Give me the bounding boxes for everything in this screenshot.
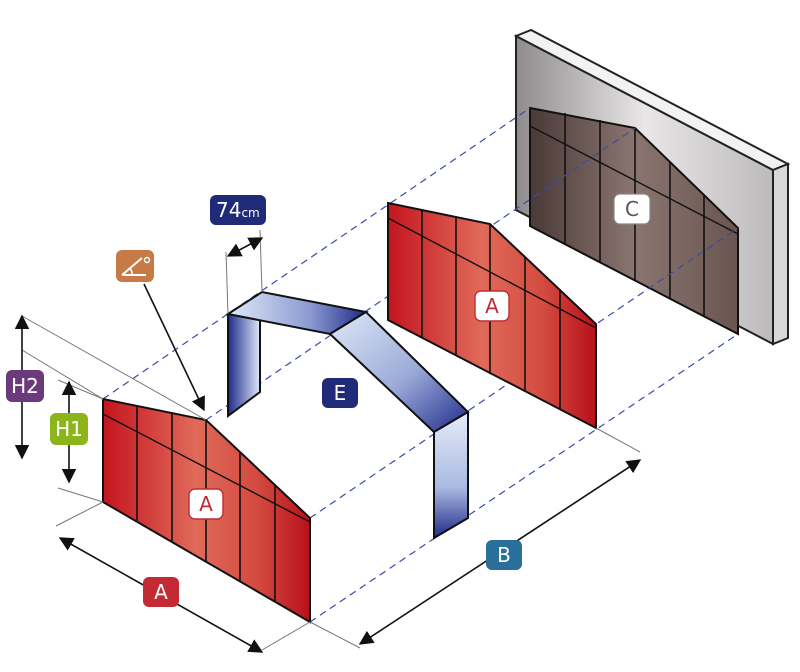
- svg-text:H1: H1: [55, 417, 83, 441]
- label-h2: H2: [6, 370, 44, 402]
- svg-text:E: E: [334, 381, 347, 405]
- label-h1: H1: [50, 413, 88, 445]
- svg-text:A: A: [199, 492, 213, 516]
- svg-text:H2: H2: [11, 374, 39, 398]
- label-width-dimension: A: [143, 577, 179, 607]
- label-front-wall: A: [188, 488, 224, 520]
- label-house-wall: C: [613, 193, 651, 225]
- svg-text:A: A: [485, 294, 499, 318]
- svg-text:B: B: [497, 543, 511, 567]
- svg-text:A: A: [154, 580, 168, 604]
- svg-text:74cm: 74cm: [216, 198, 260, 222]
- svg-text:C: C: [625, 197, 639, 221]
- roof-angle-icon: [116, 250, 154, 282]
- label-arch: E: [322, 378, 358, 408]
- label-arch-width: 74cm: [210, 195, 266, 225]
- label-back-wall: A: [474, 290, 510, 322]
- extension-lines: [21, 229, 641, 651]
- label-length-dimension: B: [486, 540, 522, 570]
